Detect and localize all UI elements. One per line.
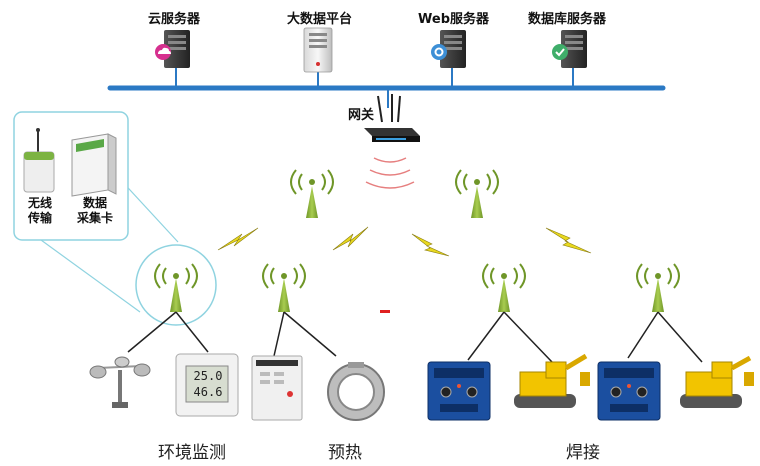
- cloud-server-icon: [155, 30, 190, 68]
- web-server-label: Web服务器: [418, 12, 489, 27]
- bigdata-platform-label: 大数据平台: [287, 12, 353, 27]
- field-antenna-welding-a-icon: [467, 263, 553, 363]
- relay-antenna-right-icon: [455, 169, 499, 218]
- wireless-module-label: 无线 传输: [24, 196, 56, 226]
- gateway-router-icon: [364, 94, 420, 142]
- red-dot-marker: [380, 310, 390, 313]
- preheat-cabinet-icon: [251, 355, 303, 421]
- wireless-module-label-line2: 传输: [27, 211, 52, 225]
- welding-machine-b-icon: [597, 361, 661, 421]
- environment-monitoring-label: 环境监测: [158, 443, 226, 463]
- field-antenna-preheat-icon: [262, 263, 337, 357]
- excavator-b-icon: [680, 355, 754, 408]
- anemometer-icon: [89, 356, 151, 408]
- lightning-bolt-icons: [217, 226, 592, 257]
- data-card-icon: [71, 133, 117, 197]
- data-card-label-line2: 采集卡: [76, 211, 113, 225]
- wireless-module-label-line1: 无线: [27, 196, 52, 210]
- welding-label: 焊接: [566, 443, 600, 463]
- welding-machine-a-icon: [427, 361, 491, 421]
- zoom-line-bottom: [29, 231, 141, 313]
- database-server-label: 数据库服务器: [528, 12, 607, 27]
- data-card-label-line1: 数据: [82, 196, 107, 210]
- cloud-server-label: 云服务器: [148, 12, 201, 27]
- wireless-module-icon: [23, 128, 55, 193]
- gateway-label: 网关: [348, 108, 375, 123]
- sensor-readout: 25.0 46.6: [188, 368, 228, 400]
- web-server-icon: [431, 30, 466, 68]
- excavator-a-icon: [514, 353, 590, 408]
- gateway-signal-arcs: [365, 157, 415, 189]
- temp-humidity-sensor-icon: [175, 353, 239, 417]
- zoom-circle: [135, 244, 217, 326]
- sensor-readout-line1: 25.0: [193, 369, 223, 383]
- preheat-label: 预热: [328, 443, 362, 463]
- database-server-icon: [552, 30, 587, 68]
- data-card-label: 数据 采集卡: [70, 196, 120, 226]
- sensor-readout-line2: 46.6: [193, 385, 223, 399]
- heating-ring-icon: [327, 362, 385, 421]
- bigdata-server-icon: [303, 27, 333, 73]
- field-antenna-environment-icon: [127, 263, 209, 353]
- field-antenna-welding-b-icon: [627, 263, 703, 363]
- relay-antenna-left-icon: [290, 169, 334, 218]
